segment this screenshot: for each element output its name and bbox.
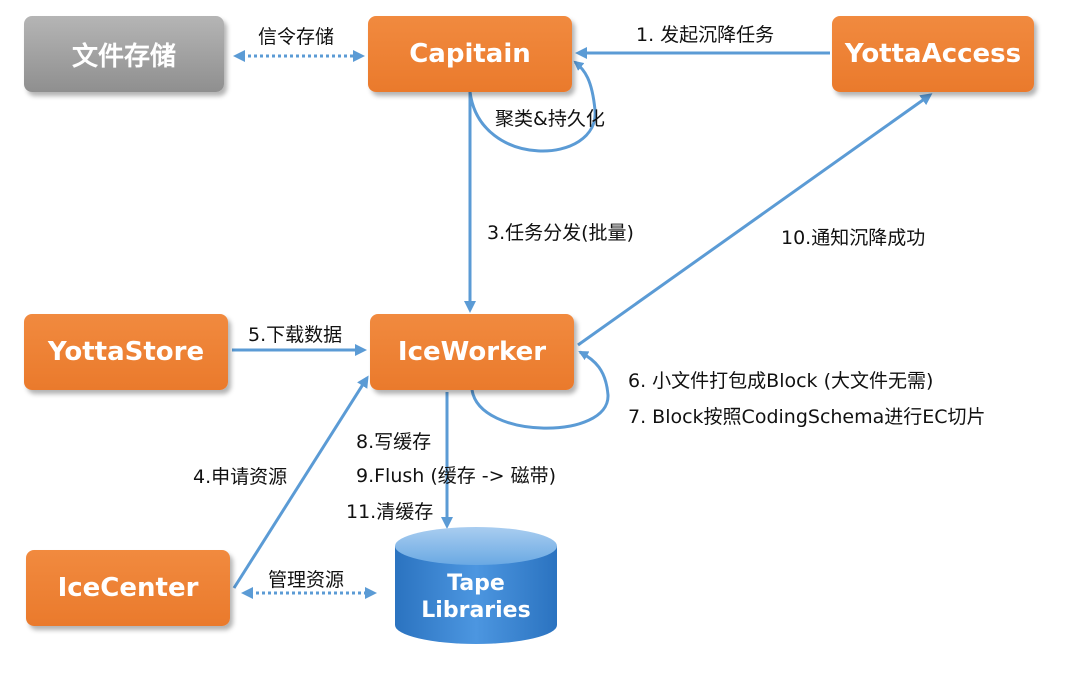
- cluster-persist-loop: [468, 60, 597, 153]
- yotta-access-node: YottaAccess: [832, 16, 1034, 92]
- tape-libraries-cylinder: Tape Libraries: [395, 527, 557, 644]
- step6-label: 6. 小文件打包成Block (大文件无需): [628, 370, 934, 392]
- tape-libraries-label-line2: Libraries: [421, 598, 530, 623]
- step4-arrow: [232, 375, 369, 589]
- cluster-persist-label: 聚类&持久化: [495, 108, 605, 130]
- signaling-storage-label: 信令存储: [258, 26, 335, 48]
- yotta-store-node: YottaStore: [24, 314, 228, 390]
- step10-label: 10.通知沉降成功: [781, 227, 926, 249]
- step1-label: 1. 发起沉降任务: [636, 24, 775, 46]
- step8-label: 8.写缓存: [356, 431, 432, 453]
- step5-label: 5.下载数据: [248, 324, 343, 346]
- ice-center-node: IceCenter: [26, 550, 230, 626]
- capitain-node: Capitain: [368, 16, 572, 92]
- ice-worker-node: IceWorker: [370, 314, 574, 390]
- manage-resource-label: 管理资源: [268, 569, 345, 591]
- step6-7-loop: [470, 350, 610, 430]
- tape-libraries-label-line1: Tape: [447, 571, 505, 596]
- step7-label: 7. Block按照CodingSchema进行EC切片: [628, 406, 986, 428]
- step11-label: 11.清缓存: [346, 501, 434, 523]
- step10-arrow: [577, 93, 933, 347]
- step3-label: 3.任务分发(批量): [487, 222, 634, 244]
- file-storage-node: 文件存储: [24, 16, 224, 92]
- step4-label: 4.申请资源: [193, 466, 288, 488]
- step9-label: 9.Flush (缓存 -> 磁带): [356, 465, 557, 487]
